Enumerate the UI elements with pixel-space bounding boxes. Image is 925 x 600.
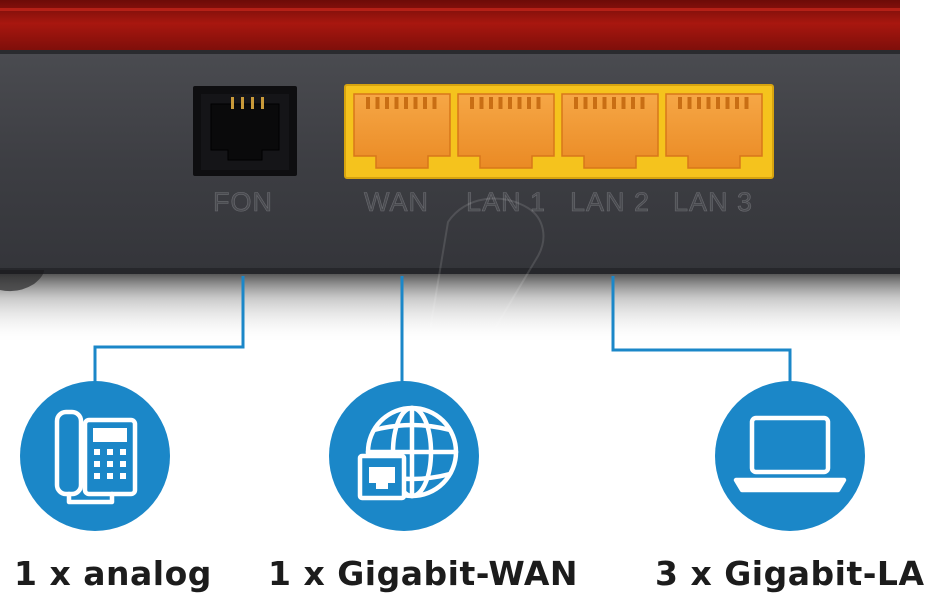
panel-bottom-edge	[0, 268, 900, 274]
port-label-fon: FON	[213, 187, 273, 217]
feature-caption-lan: 3 x Gigabit-LA	[655, 554, 925, 593]
connector-line-lan	[611, 276, 792, 384]
port-label-lan3: LAN 3	[673, 187, 753, 217]
rj45-ports	[353, 93, 763, 169]
floor-shadow	[0, 274, 900, 344]
port-label-lan2: LAN 2	[570, 187, 650, 217]
rj45-port-lan2	[561, 93, 659, 169]
feature-analog	[20, 381, 170, 531]
watermark-outline	[419, 197, 545, 391]
rj45-port-lan3	[665, 93, 763, 169]
feature-caption-analog: 1 x analog	[14, 554, 212, 593]
router-top-cover	[0, 0, 900, 52]
fon-port	[193, 86, 297, 176]
rj45-port-wan	[353, 93, 451, 169]
feature-wan	[329, 381, 479, 531]
telephone-icon	[54, 409, 138, 505]
laptop-icon	[733, 415, 847, 493]
connector-line-analog	[93, 276, 245, 384]
feature-caption-wan: 1 x Gigabit-WAN	[268, 554, 579, 593]
rj45-port-lan1	[457, 93, 555, 169]
globe-network-icon	[365, 405, 459, 499]
feature-lan	[715, 381, 865, 531]
cover-highlight	[0, 8, 900, 11]
ethernet-port-icon	[357, 453, 407, 501]
router-rear-panel-illustration: FON WAN LAN 1 LAN 2 LAN 3	[0, 0, 900, 531]
port-label-wan: WAN	[364, 187, 429, 217]
cover-edge	[0, 50, 900, 54]
ethernet-port-block	[344, 84, 774, 179]
port-label-lan1: LAN 1	[466, 187, 546, 217]
keypad-icon	[94, 449, 126, 479]
